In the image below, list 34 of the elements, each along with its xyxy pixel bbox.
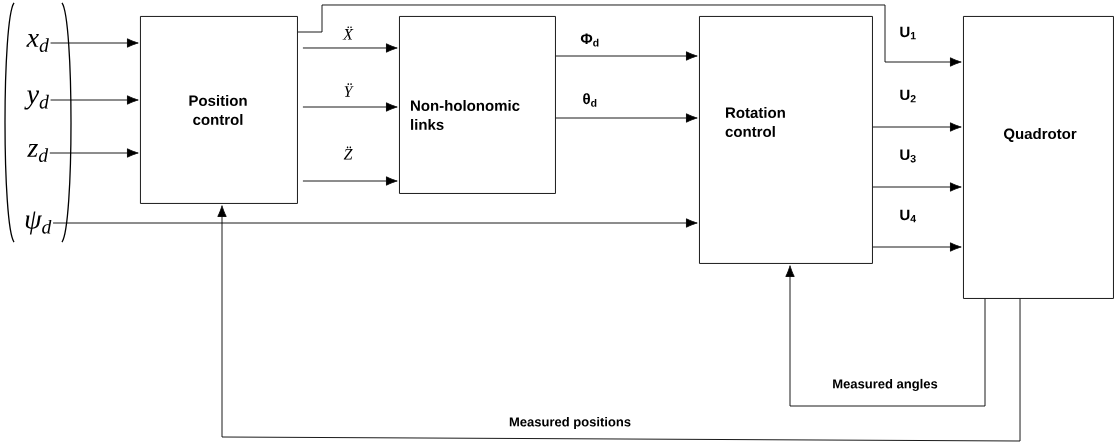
- input-variable: x$_{d}$: [26, 33, 49, 53]
- arrow: [217, 205, 1021, 442]
- arrow: [872, 242, 962, 252]
- edge-label: Ÿ: [342, 82, 354, 98]
- arrow: [302, 43, 398, 53]
- block-box: Quadrotor: [963, 16, 1114, 299]
- arrow: [872, 122, 962, 132]
- input-variable: z$_{d}$: [27, 143, 49, 163]
- arrow: [872, 182, 962, 192]
- edge-label: U$_{3}$: [898, 148, 918, 164]
- input-variable: ψ$_{d}$: [25, 211, 52, 235]
- edge-label: U$_{2}$: [898, 88, 918, 104]
- block-box: Rotation control: [699, 16, 873, 264]
- arrow: [50, 38, 139, 48]
- edge-label: θ$_{d}$: [581, 92, 599, 108]
- arrow: [52, 218, 698, 228]
- edge-label: U$_{1}$: [898, 25, 918, 41]
- edge-label: U$_{4}$: [898, 208, 918, 224]
- block-box: Non-holonomic links: [399, 16, 556, 194]
- arrow: [785, 265, 986, 407]
- arrow: [50, 95, 139, 105]
- arrow: [302, 176, 398, 186]
- arrow: [302, 102, 398, 112]
- edge-label: Φ$_{d}$: [579, 32, 601, 48]
- edge-label: Measured positions: [507, 415, 633, 431]
- input-variable: y$_{d}$: [24, 90, 49, 110]
- edge-label: Z̈: [342, 145, 354, 161]
- edge-label: Measured angles: [831, 377, 939, 393]
- arrow: [297, 4, 962, 67]
- block-box: Position control: [140, 16, 298, 204]
- arrow: [555, 51, 698, 61]
- edge-label: Ẍ: [342, 25, 354, 41]
- arrow: [555, 113, 698, 123]
- arrow: [49, 148, 139, 158]
